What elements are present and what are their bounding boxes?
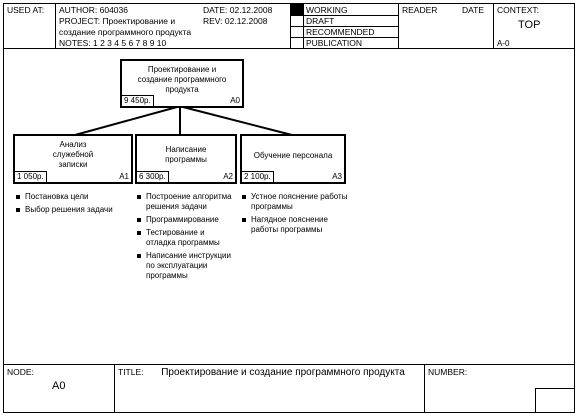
status-line-2: [290, 26, 398, 27]
reader-label: READER: [402, 5, 438, 15]
header-divider-2: [290, 3, 291, 48]
list-item: Тестирование и отладка программы: [136, 228, 232, 248]
project-field-cont: создание программного продукта: [59, 27, 192, 37]
bullet-text: Программирование: [146, 215, 219, 224]
child-activity-title: Анализ служебной записки: [52, 140, 94, 169]
reader-date-label: DATE: [462, 5, 485, 15]
bullet-icon: [242, 195, 246, 199]
a2-bullet-list: Построение алгоритма решения задачи Прог…: [136, 192, 232, 284]
child-activity-cost: 1 050р.: [15, 171, 47, 182]
header-divider-1: [55, 3, 56, 48]
status-recommended: RECOMMENDED: [306, 27, 375, 37]
rev-field: REV: 02.12.2008: [203, 16, 268, 26]
footer-divider-2: [424, 364, 425, 413]
child-activity-cost: 2 100р.: [242, 171, 274, 182]
bullet-text: Выбор решения задачи: [25, 205, 113, 214]
child-activity-box-a1[interactable]: Анализ служебной записки 1 050р. A1: [13, 134, 133, 184]
date-field: DATE: 02.12.2008: [203, 5, 273, 15]
title-label: TITLE:: [118, 367, 144, 377]
bullet-text: Построение алгоритма решения задачи: [146, 192, 232, 211]
list-item: Написание инструкции по эксплуатации про…: [136, 251, 232, 281]
bullet-text: Тестирование и отладка программы: [146, 228, 220, 247]
context-label: CONTEXT:: [497, 5, 540, 15]
footer-corner-left: [535, 388, 536, 413]
list-item: Нагядное пояснение работы программы: [241, 215, 351, 235]
list-item: Построение алгоритма решения задачи: [136, 192, 232, 212]
child-activity-box-a2[interactable]: Написание программы 6 300р. A2: [135, 134, 237, 184]
parent-activity-title: Проектирование и создание программного п…: [137, 65, 227, 94]
status-line-3: [290, 37, 398, 38]
footer-divider-1: [114, 364, 115, 413]
list-item: Программирование: [136, 215, 232, 225]
project-field: PROJECT: Проектирование и: [59, 16, 176, 26]
status-working: WORKING: [306, 5, 348, 15]
diagram-title: Проектирование и создание программного п…: [161, 367, 405, 378]
status-working-marker: [291, 4, 303, 15]
status-draft: DRAFT: [306, 16, 335, 26]
context-value: TOP: [518, 19, 541, 31]
bullet-text: Написание инструкции по эксплуатации про…: [146, 251, 231, 280]
footer-top-line: [3, 364, 575, 365]
bullet-text: Устное пояснение работы программы: [251, 192, 348, 211]
bullet-icon: [16, 208, 20, 212]
bullet-text: Нагядное пояснение работы программы: [251, 215, 328, 234]
parent-activity-cost: 9 450р.: [122, 95, 154, 106]
child-activity-node: A1: [119, 172, 129, 181]
context-node: A-0: [497, 39, 510, 48]
child-activity-cost: 6 300р.: [137, 171, 169, 182]
used-at-label: USED AT:: [7, 5, 45, 15]
status-publication: PUBLICATION: [306, 38, 363, 48]
bullet-icon: [137, 195, 141, 199]
number-label: NUMBER:: [428, 367, 468, 377]
a1-bullet-list: Постановка цели Выбор решения задачи: [15, 192, 133, 218]
child-activity-title: Обучение персонала: [253, 151, 333, 160]
header-divider-3: [398, 3, 399, 48]
child-activity-node: A3: [332, 172, 342, 181]
author-field: AUTHOR: 604036: [59, 5, 128, 15]
header-bottom-line: [3, 48, 575, 49]
footer-corner-top: [535, 388, 575, 389]
bullet-icon: [137, 254, 141, 258]
bullet-icon: [137, 231, 141, 235]
diagram-frame: [3, 3, 575, 413]
bullet-icon: [16, 195, 20, 199]
bullet-icon: [242, 218, 246, 222]
a3-bullet-list: Устное пояснение работы программы Нагядн…: [241, 192, 351, 238]
list-item: Выбор решения задачи: [15, 205, 133, 215]
parent-activity-node: A0: [230, 96, 240, 105]
node-label: NODE:: [7, 367, 34, 377]
child-activity-title: Написание программы: [165, 145, 207, 164]
child-activity-node: A2: [223, 172, 233, 181]
status-checkcol: [303, 3, 304, 48]
bullet-text: Постановка цели: [25, 192, 89, 201]
header-divider-4: [493, 3, 494, 48]
list-item: Постановка цели: [15, 192, 133, 202]
list-item: Устное пояснение работы программы: [241, 192, 351, 212]
child-activity-box-a3[interactable]: Обучение персонала 2 100р. A3: [240, 134, 346, 184]
bullet-icon: [137, 218, 141, 222]
node-value: A0: [52, 380, 66, 392]
status-line-1: [290, 15, 398, 16]
parent-activity-box[interactable]: Проектирование и создание программного п…: [120, 59, 244, 108]
notes-field: NOTES: 1 2 3 4 5 6 7 8 9 10: [59, 38, 167, 48]
